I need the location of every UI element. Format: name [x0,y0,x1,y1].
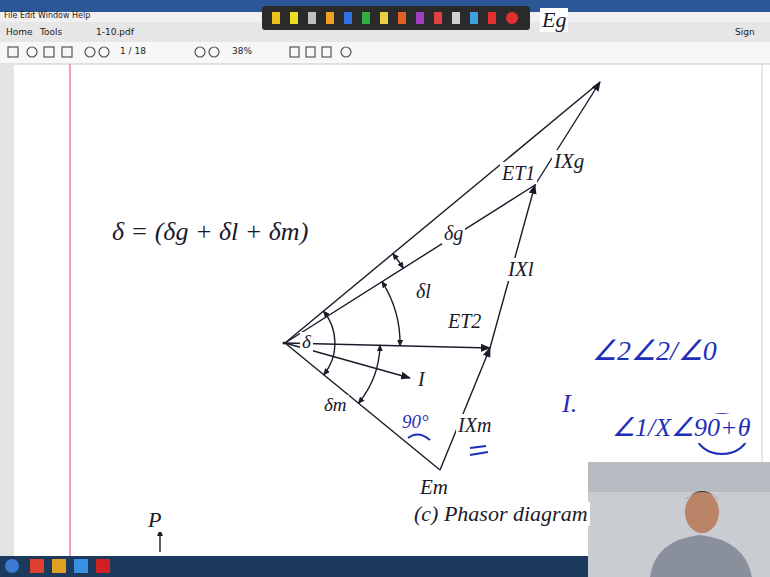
figure-caption: (c) Phasor diagram [412,502,590,526]
tab-label: Tools [40,28,62,38]
angle-label: δl [414,280,433,302]
tab-label: Home [6,28,33,38]
phasor-label: IXg [552,150,586,173]
blue-note: I. [560,390,579,419]
phasor-label: IXm [456,414,493,436]
phasor-label: Em [418,476,450,499]
tab-label: 1-10.pdf [96,28,134,38]
phasor-label: Eg [540,8,568,32]
angle-label: δ [300,332,313,353]
blue-note: ∠2∠2/∠0 [590,336,719,367]
zoom-level: 38% [232,47,252,57]
phasor-label: ET1 [500,162,537,184]
blue-note: ∠1/X∠90+θ [610,414,752,443]
menu-bar: File Edit Window Help [4,12,90,21]
angle-label: δg [442,222,465,244]
angle-label: δm [322,395,349,416]
sign-link: Sign [735,28,755,38]
equation: δ = (δg + δl + δm) [110,218,310,247]
phasor-label: IXl [506,258,536,281]
phasor-label: I [416,368,427,390]
phasor-label: ET2 [446,310,483,332]
page-counter: 1 / 18 [120,47,146,57]
axis-label: P [146,508,163,532]
angle-note: 90° [400,412,431,433]
